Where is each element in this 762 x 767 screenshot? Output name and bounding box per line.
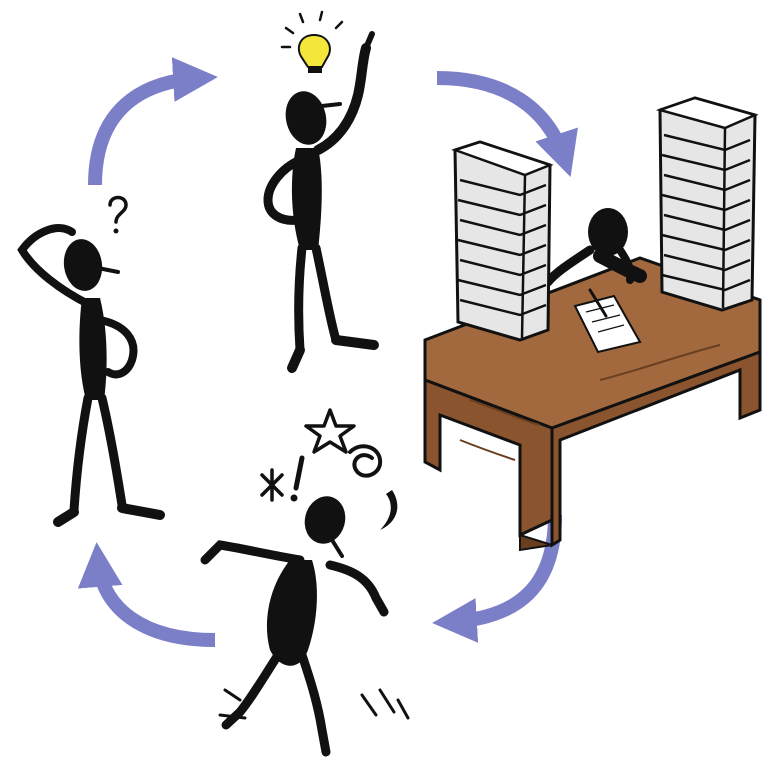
lightbulb-icon	[282, 12, 342, 73]
arrow-frustrated-to-confused	[98, 560, 215, 640]
star-icon	[306, 410, 354, 452]
crescent-icon	[380, 490, 397, 530]
idea-figure	[268, 12, 374, 368]
frustrated-figure	[205, 410, 408, 752]
paper-stack-right	[660, 98, 755, 310]
arrow-confused-to-idea	[95, 78, 200, 185]
question-mark-icon	[110, 198, 126, 234]
spiral-icon	[350, 446, 380, 475]
asterisk-icon	[262, 470, 282, 500]
exclamation-icon	[291, 458, 303, 502]
working-desk-scene	[425, 98, 760, 550]
paper-stack-left	[455, 142, 550, 340]
arrow-working-to-frustrated	[450, 515, 555, 622]
confused-figure	[22, 198, 160, 523]
